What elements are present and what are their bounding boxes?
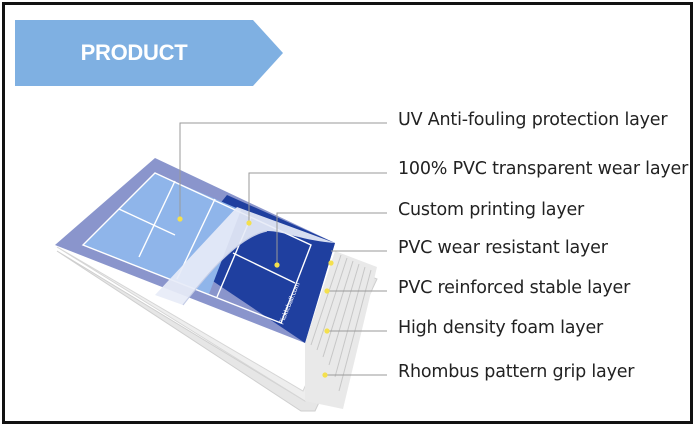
page-title: PRODUCT STRUCTURE xyxy=(67,40,201,131)
layer-label-reinforced-stable: PVC reinforced stable layer xyxy=(398,278,631,298)
peeled-wear-layer-edge xyxy=(182,230,268,306)
leader-lines xyxy=(179,122,387,376)
layer-label-wear-resistant: PVC wear resistant layer xyxy=(398,238,608,258)
layer-label-foam: High density foam layer xyxy=(398,318,604,338)
leader-dots xyxy=(177,216,334,378)
layer-label-uv: UV Anti-fouling protection layer xyxy=(398,110,668,130)
layer-stack-lines xyxy=(310,254,372,392)
layer-label-grip: Rhombus pattern grip layer xyxy=(398,362,635,382)
court-lines xyxy=(81,172,312,324)
title-banner xyxy=(15,20,283,86)
layer-label-custom-printing: Custom printing layer xyxy=(398,200,585,220)
layer-diagram: Pickleball.com xyxy=(55,122,387,412)
peeled-wear-layer xyxy=(155,207,335,305)
layer-label-transparent-wear: 100% PVC transparent wear layer xyxy=(398,159,689,179)
